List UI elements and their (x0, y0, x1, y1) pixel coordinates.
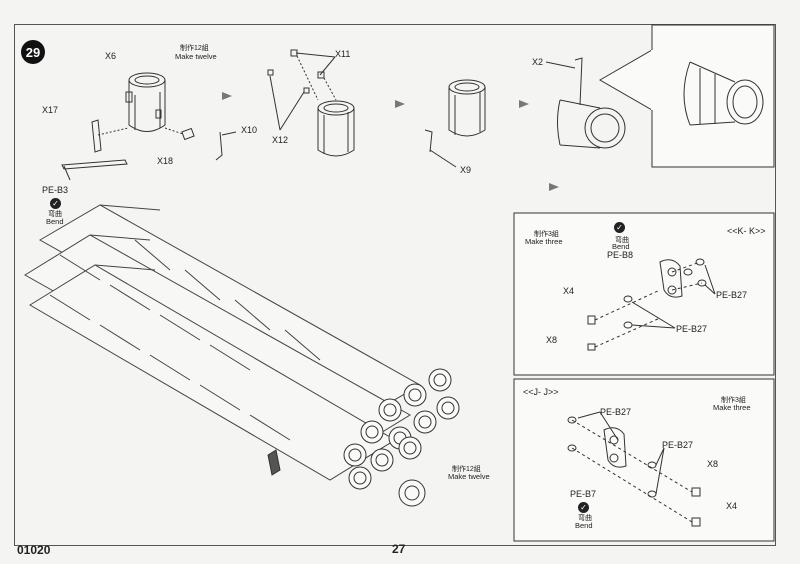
label-x4-a: X4 (563, 286, 575, 296)
make-three-en: Make three (525, 237, 563, 246)
callout-pointer (598, 49, 653, 111)
launcher-tube-bundle (24, 204, 422, 481)
jj-detail-parts (567, 411, 701, 527)
arrow-4 (549, 183, 559, 191)
parts-x11-x12 (267, 49, 337, 131)
make-twelve-en: Make twelve (175, 52, 217, 61)
part-pe-b3 (61, 159, 128, 181)
arrow-2 (395, 100, 405, 108)
detail-box-top (651, 24, 775, 168)
label-x10: X10 (241, 125, 258, 135)
bend-cn-1: 弯曲 (48, 211, 62, 218)
bend-en-1: Bend (46, 217, 64, 226)
bend-cn-kk: 弯曲 (615, 237, 629, 244)
label-pe-b27-b: PE-B27 (676, 324, 708, 334)
cylinder-step2 (317, 100, 355, 157)
label-pe-b27-d: PE-B27 (662, 440, 694, 450)
label-x8-a: X8 (546, 335, 558, 345)
label-x17: X17 (42, 105, 59, 115)
label-x8-b: X8 (707, 459, 719, 469)
label-x12: X12 (272, 135, 289, 145)
tube-muzzles (343, 368, 460, 507)
part-x18 (164, 127, 195, 141)
label-x4-b: X4 (726, 501, 738, 511)
label-pe-b8: PE-B8 (607, 250, 634, 260)
view-jj-label: <<J- J>> (523, 387, 559, 397)
step-number-badge: 29 (21, 40, 45, 64)
page-border (14, 24, 776, 546)
label-pe-b7: PE-B7 (570, 489, 597, 499)
bend-check-icon-jj: ✓ (578, 502, 589, 513)
cylinder-x6 (125, 72, 166, 132)
label-x6: X6 (105, 51, 117, 61)
bend-en-kk: Bend (612, 242, 630, 251)
page-number: 27 (392, 542, 406, 556)
make-twelve-bottom-cn: 制作12組 (452, 466, 481, 473)
label-pe-b3: PE-B3 (42, 185, 69, 195)
cylinder-detail-top (683, 61, 764, 126)
label-x9: X9 (460, 165, 472, 175)
kk-detail-parts (587, 258, 716, 351)
arrow-3 (519, 100, 529, 108)
label-pe-b27-c: PE-B27 (600, 407, 632, 417)
view-kk-label: <<K- K>> (727, 226, 766, 236)
label-x18: X18 (157, 156, 174, 166)
bend-check-icon: ✓ (50, 198, 61, 209)
arrow-1 (222, 92, 232, 100)
label-pe-b27-a: PE-B27 (716, 290, 748, 300)
make-three-cn-2: 制作3組 (721, 397, 746, 404)
make-three-en-2: Make three (713, 403, 751, 412)
make-twelve-cn: 制作12組 (180, 45, 209, 52)
cylinder-step4 (545, 57, 626, 149)
bend-check-icon-kk: ✓ (614, 222, 625, 233)
label-x11: X11 (335, 49, 351, 59)
product-code: 01020 (17, 543, 51, 557)
part-x17 (91, 119, 129, 153)
detail-box-jj (513, 378, 775, 542)
detail-box-kk (513, 212, 775, 376)
cylinder-step3 (424, 79, 486, 168)
make-three-cn: 制作3組 (534, 231, 559, 238)
bend-cn-jj: 弯曲 (578, 515, 592, 522)
bend-en-jj: Bend (575, 521, 593, 530)
part-x10 (215, 131, 237, 161)
make-twelve-bottom-en: Make twelve (448, 472, 490, 481)
label-x2: X2 (532, 57, 544, 67)
bracket (267, 449, 281, 476)
